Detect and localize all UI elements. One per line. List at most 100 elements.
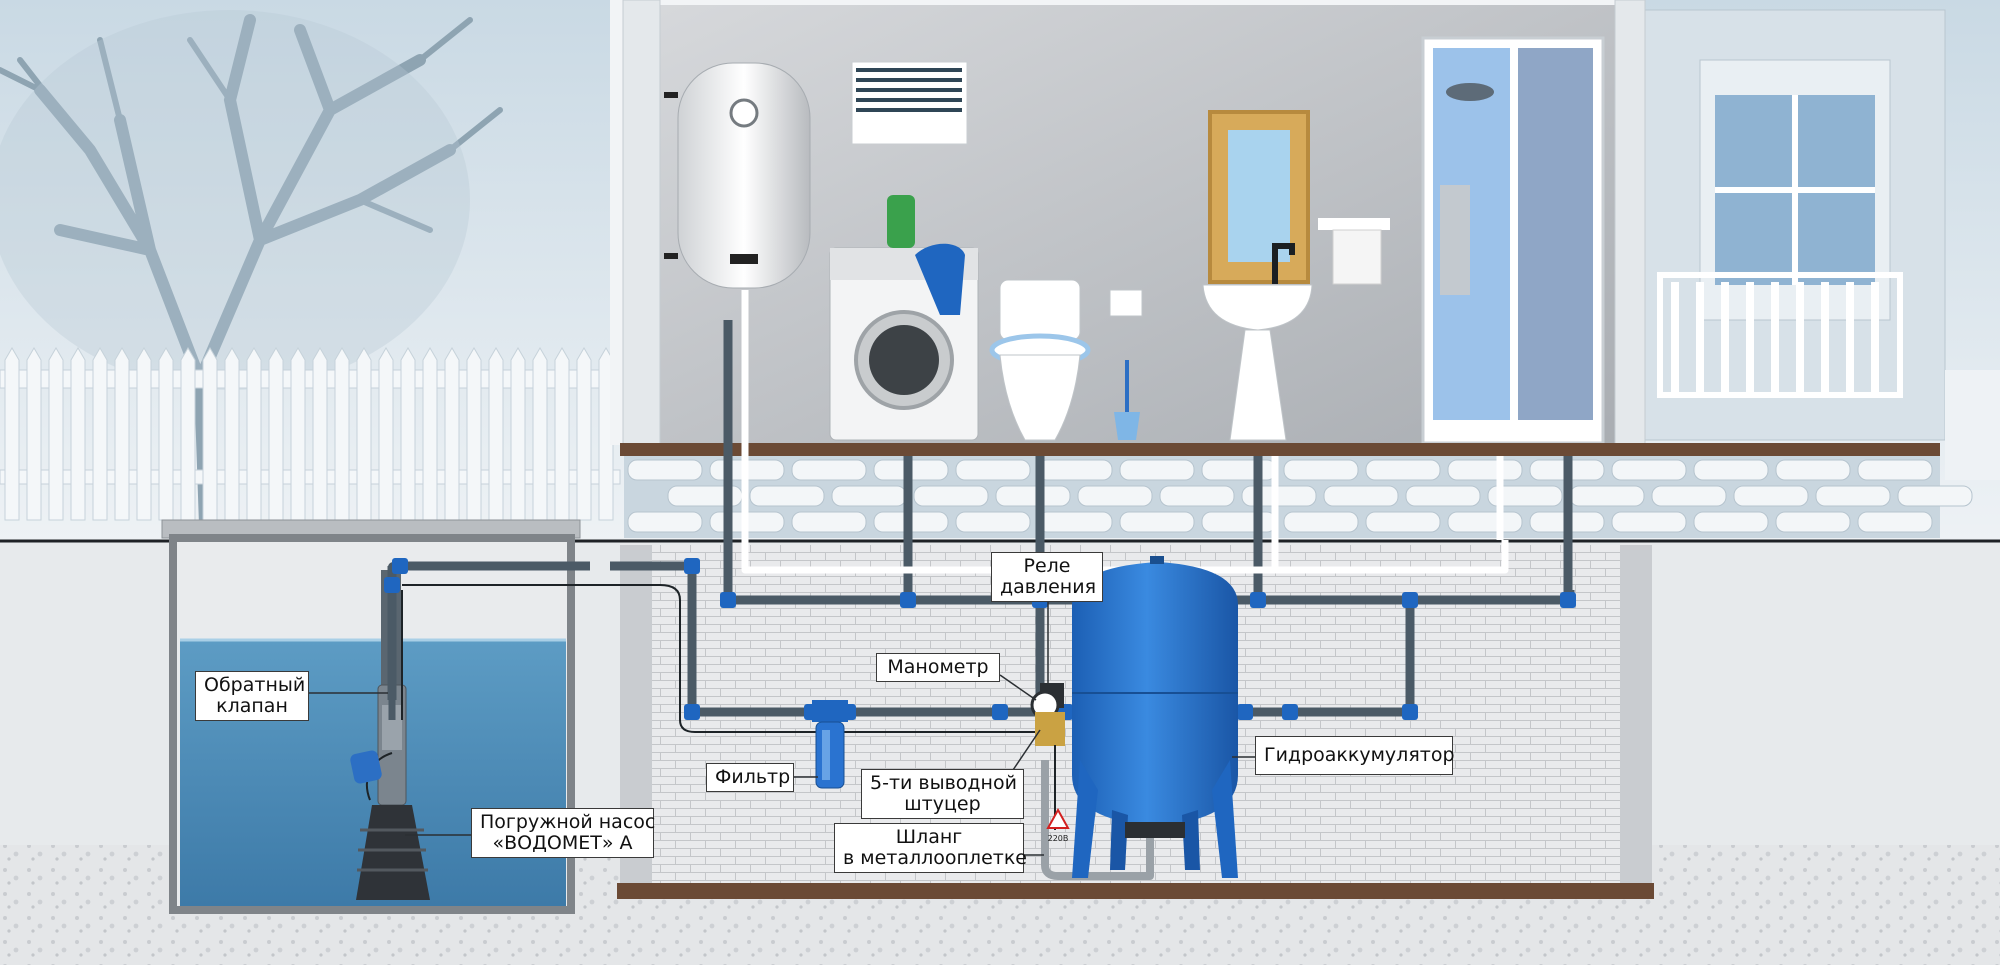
fence-picket — [378, 347, 394, 521]
label-pump-line2: «ВОДОМЕТ» А — [492, 832, 633, 854]
label-pressure-relay: Реле давления — [991, 552, 1103, 602]
foundation-stone — [1241, 485, 1317, 507]
foundation-stone — [831, 485, 907, 507]
fence-picket — [532, 347, 548, 521]
pipe-coupling — [1402, 704, 1418, 720]
foundation-stone — [1119, 459, 1195, 481]
fence-picket — [488, 347, 504, 521]
foundation-stone — [1201, 511, 1277, 533]
foundation-stone — [1283, 459, 1359, 481]
foundation-stone — [627, 459, 703, 481]
fence-picket — [92, 347, 108, 521]
fence-picket — [334, 347, 350, 521]
fence-picket — [356, 347, 372, 521]
hydroaccumulator-tank — [1072, 556, 1238, 878]
foundation-stone — [627, 511, 703, 533]
label-hose-line2: в металлооплетке — [843, 847, 1027, 869]
fence-picket — [202, 347, 218, 521]
fence-picket — [466, 347, 482, 521]
foundation-stone — [1487, 485, 1563, 507]
fence-picket — [246, 347, 262, 521]
label-fitting-line1: 5-ти выводной — [870, 772, 1017, 794]
label-hose: Шланг в металлооплетке — [834, 823, 1027, 873]
fence-picket — [26, 347, 42, 521]
foundation-stone — [1651, 485, 1727, 507]
fence-picket — [312, 347, 328, 521]
label-fitting-line2: штуцер — [904, 793, 981, 815]
fence-picket — [268, 347, 284, 521]
pipe-coupling — [684, 558, 700, 574]
label-check-valve-line2: клапан — [216, 695, 288, 717]
foundation-stone — [1159, 485, 1235, 507]
foundation-stone — [1775, 511, 1851, 533]
foundation-stone — [791, 459, 867, 481]
label-accumulator: Гидроаккумулятор — [1255, 736, 1455, 775]
washing-machine — [829, 195, 979, 441]
pipe-coupling — [684, 704, 700, 720]
foundation-stone — [1077, 485, 1153, 507]
fence — [0, 347, 621, 521]
label-hose-line1: Шланг — [895, 826, 963, 848]
fence-picket — [400, 347, 416, 521]
water-heater — [664, 62, 811, 289]
foundation-stone — [1693, 459, 1769, 481]
fence-picket — [510, 347, 526, 521]
foundation-stone — [1119, 511, 1195, 533]
foundation-stone — [1365, 511, 1441, 533]
pipe-coupling — [992, 704, 1008, 720]
pipe-coupling — [384, 577, 400, 593]
fence-picket — [4, 347, 20, 521]
fence-picket — [598, 347, 614, 521]
foundation-stone — [1693, 511, 1769, 533]
foundation-stone — [749, 485, 825, 507]
label-check-valve-line1: Обратный — [204, 674, 306, 696]
foundation-stone — [913, 485, 989, 507]
pipe-coupling — [1250, 592, 1266, 608]
pressure-control-group: 220В — [1030, 683, 1070, 843]
warning-sign-text: 220В — [1048, 834, 1069, 843]
fence-picket — [114, 347, 130, 521]
label-pressure-relay-line1: Реле — [1023, 555, 1071, 577]
pipe-coupling — [1237, 704, 1253, 720]
foundation-stone — [1815, 485, 1891, 507]
sink — [1202, 243, 1313, 441]
label-check-valve: Обратный клапан — [195, 671, 309, 721]
foundation-stone — [1447, 459, 1523, 481]
stone-foundation — [624, 456, 1973, 538]
foundation-stone — [1775, 459, 1851, 481]
callout-leaders — [308, 594, 1255, 856]
fence-picket — [576, 347, 592, 521]
pipe-coupling — [1402, 592, 1418, 608]
submersible-pump — [350, 570, 430, 900]
foundation-stone — [1037, 511, 1113, 533]
water-filter — [812, 700, 848, 789]
foundation-stone — [1037, 459, 1113, 481]
tree — [0, 10, 503, 531]
label-fitting: 5-ти выводной штуцер — [861, 769, 1024, 819]
foundation-stone — [1365, 459, 1441, 481]
fence-picket — [158, 347, 174, 521]
label-accumulator-text: Гидроаккумулятор — [1264, 744, 1455, 766]
fence-picket — [70, 347, 86, 521]
foundation-stone — [791, 511, 867, 533]
foundation-stone — [1405, 485, 1481, 507]
foundation-stone — [1283, 511, 1359, 533]
foundation-stone — [1897, 485, 1973, 507]
pipe-coupling — [392, 558, 408, 574]
label-manometer-text: Манометр — [887, 656, 989, 678]
foundation-stone — [995, 485, 1071, 507]
foundation-stone — [1733, 485, 1809, 507]
foundation-stone — [1857, 511, 1933, 533]
pipe-coupling — [1282, 704, 1298, 720]
floor-beam — [620, 443, 1940, 456]
fence-picket — [422, 347, 438, 521]
foundation-stone — [1857, 459, 1933, 481]
pipe-coupling — [720, 592, 736, 608]
fence-picket — [554, 347, 570, 521]
label-pump-line1: Погружной насос — [480, 811, 656, 833]
label-filter: Фильтр — [706, 763, 794, 792]
label-pump: Погружной насос «ВОДОМЕТ» А — [471, 808, 656, 858]
label-manometer: Манометр — [876, 653, 1000, 682]
foundation-stone — [1611, 511, 1687, 533]
